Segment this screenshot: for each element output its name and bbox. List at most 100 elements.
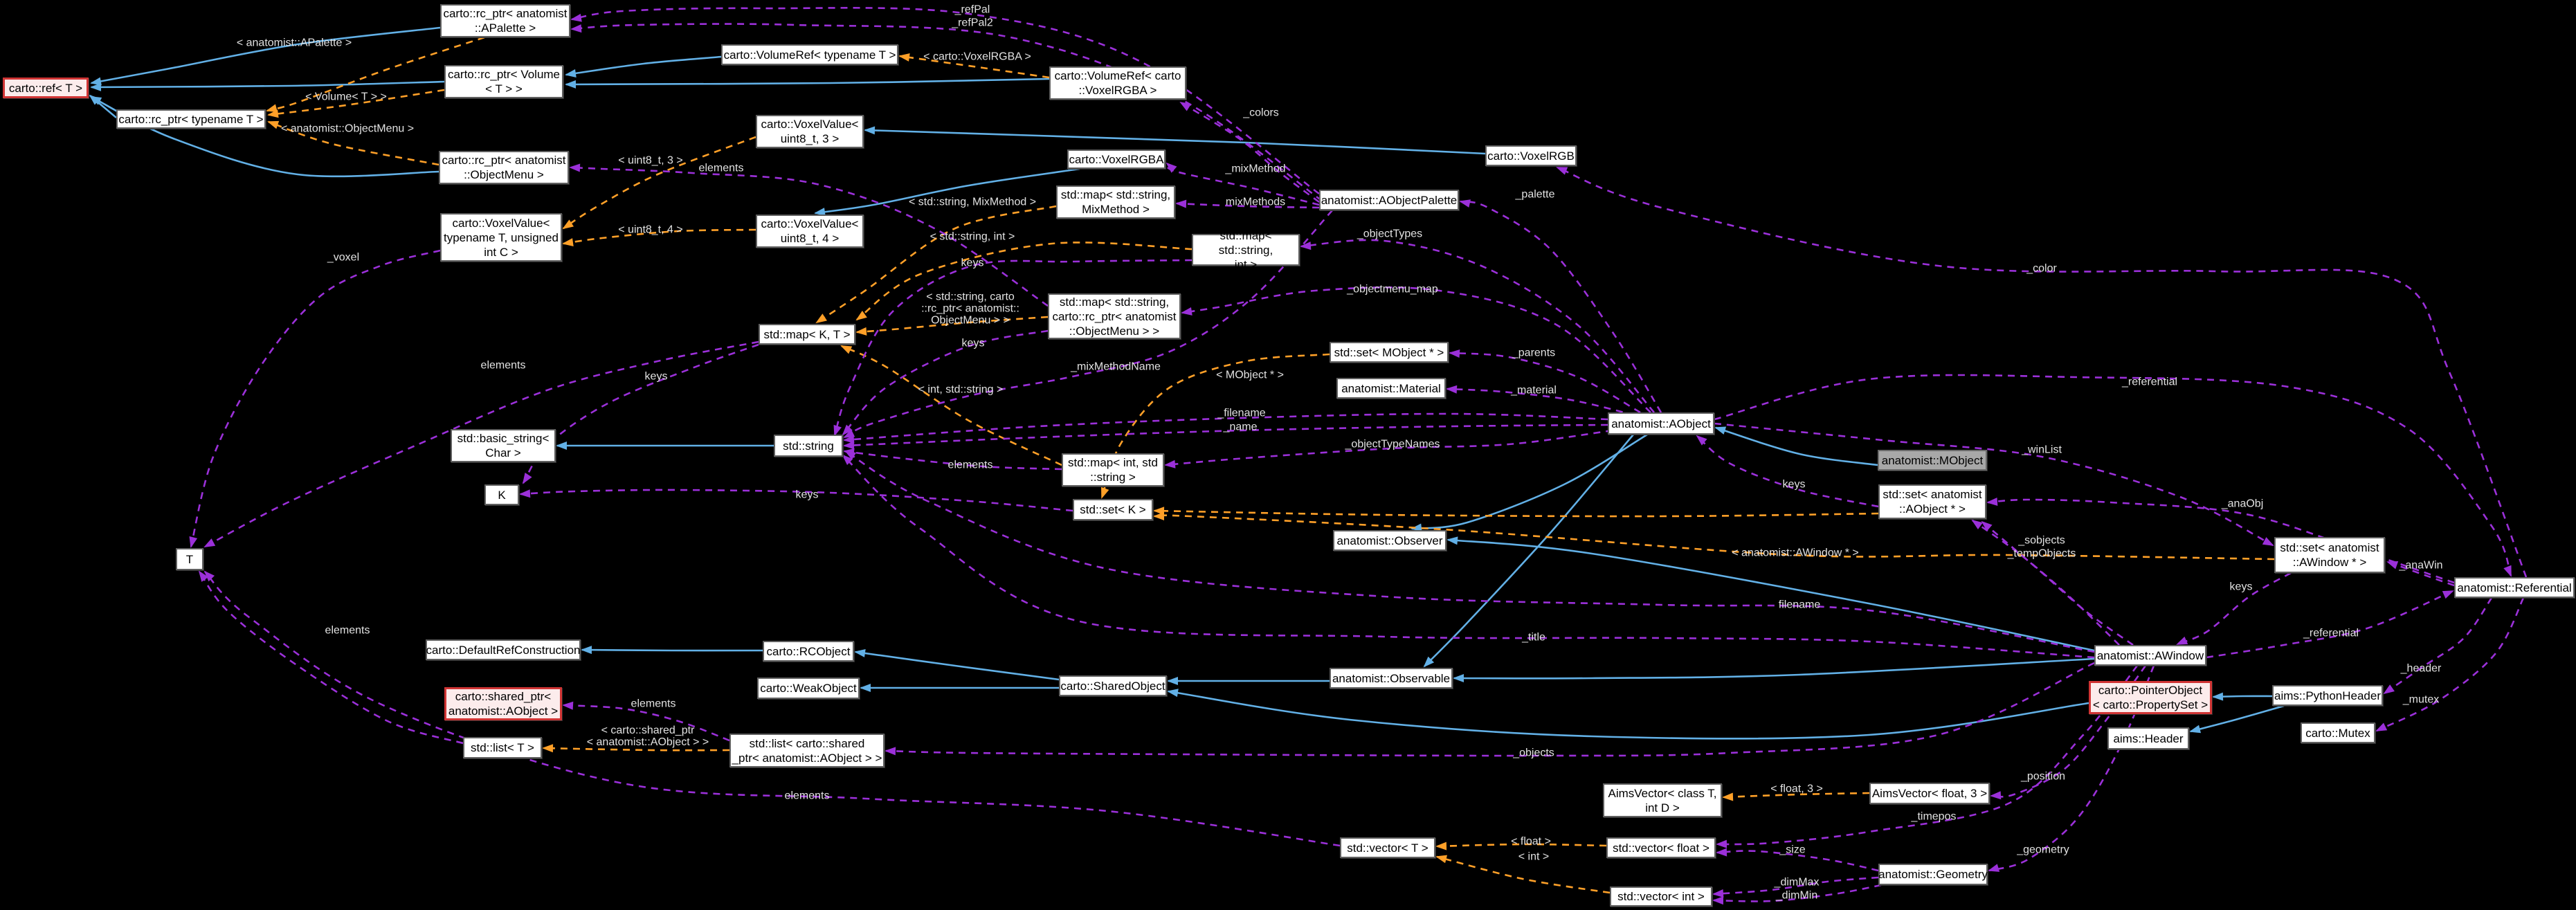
- class-node-string_box[interactable]: std::string: [774, 435, 843, 457]
- inherit-edge-pointerobject-to-sharedobject: [1167, 689, 2089, 740]
- class-node-mutex[interactable]: carto::Mutex: [2301, 722, 2375, 743]
- template-edge-aimsvector_f3-to-aimsvector_td: [1722, 792, 1870, 801]
- class-node-rc_ptr_volume[interactable]: carto::rc_ptr< Volume < T > >: [444, 65, 563, 98]
- template-edge-list_shared-to-list_t: [542, 744, 730, 753]
- class-node-aimsvector_td[interactable]: AimsVector< class T, int D >: [1603, 783, 1722, 817]
- class-node-sharedobject[interactable]: carto::SharedObject: [1059, 675, 1167, 696]
- class-node-rc_ptr_apalette[interactable]: carto::rc_ptr< anatomist ::APalette >: [440, 4, 570, 37]
- usage-edge-aobjectpalette-to-voxelrgba: [1165, 162, 1320, 206]
- class-node-rcobject[interactable]: carto::RCObject: [763, 641, 854, 662]
- template-edge-voxelvalue_u3-to-voxelvalue_tc: [562, 136, 756, 230]
- class-node-weakobject[interactable]: carto::WeakObject: [757, 677, 860, 699]
- class-node-geometry[interactable]: anatomist::Geometry: [1878, 864, 1988, 885]
- inherit-edge-aobject-to-observable: [1423, 434, 1634, 668]
- usage-edge-list_t-to-t_box: [198, 570, 464, 745]
- usage-edge-vector_t-to-t_box: [203, 570, 1341, 847]
- usage-edge-aobject-to-material: [1446, 385, 1635, 417]
- class-node-vector_int[interactable]: std::vector< int >: [1610, 886, 1712, 907]
- class-node-volumeref_t[interactable]: carto::VolumeRef< typename T >: [721, 44, 898, 65]
- class-node-aimsvector_f3[interactable]: AimsVector< float, 3 >: [1869, 783, 1990, 804]
- class-node-set_aobject[interactable]: std::set< anatomist ::AObject * >: [1878, 484, 1986, 519]
- usage-edge-referential-to-mutex: [2375, 597, 2525, 732]
- usage-edge-aobject-to-aobjectpalette: [1459, 199, 1662, 413]
- usage-edge-referential-to-set_awindow: [2386, 561, 2455, 587]
- usage-edge-set_awindow-to-awindow: [2176, 572, 2292, 646]
- class-node-vector_float[interactable]: std::vector< float >: [1606, 837, 1716, 858]
- inherit-edge-sharedobject-to-rcobject: [854, 648, 1060, 681]
- template-edge-rc_ptr_apalette-to-rc_ptr_typename: [266, 36, 485, 113]
- template-edge-set_awindow-to-set_k: [1153, 511, 2275, 561]
- class-node-awindow[interactable]: anatomist::AWindow: [2094, 645, 2206, 666]
- class-node-map_string_int[interactable]: std::map< std::string, int >: [1192, 229, 1300, 271]
- usage-edge-voxelvalue_tc-to-t_box: [189, 249, 441, 548]
- usage-edge-aobject-to-referential: [1714, 374, 2512, 577]
- usage-edge-awindow-to-string_box: [844, 450, 2095, 653]
- class-node-observer[interactable]: anatomist::Observer: [1333, 530, 1446, 551]
- class-node-map_k_t[interactable]: std::map< K, T >: [759, 324, 855, 345]
- usage-edge-map_k_t-to-k_box: [522, 343, 759, 484]
- class-node-pointerobject[interactable]: carto::PointerObject < carto::PropertySe…: [2089, 681, 2212, 714]
- class-node-rc_ptr_typename[interactable]: carto::rc_ptr< typename T >: [116, 109, 266, 129]
- class-node-vector_t[interactable]: std::vector< T >: [1340, 837, 1435, 858]
- inherit-edge-rc_ptr_apalette-to-ref_t: [90, 26, 441, 86]
- usage-edge-geometry-to-vector_float: [1716, 848, 1879, 872]
- inherit-edge-awindow-to-observer: [1446, 536, 2095, 652]
- inherit-edge-pythonheader-to-header: [2189, 704, 2285, 734]
- class-node-volumeref_rgba[interactable]: carto::VolumeRef< carto ::VoxelRGBA >: [1049, 66, 1186, 100]
- class-node-material[interactable]: anatomist::Material: [1336, 378, 1446, 399]
- inherit-edge-voxelrgb-to-voxelvalue_u3: [864, 126, 1486, 155]
- usage-edge-set_k-to-k_box: [519, 489, 1073, 512]
- class-node-aobjectpalette[interactable]: anatomist::AObjectPalette: [1319, 190, 1459, 210]
- class-node-defaultref[interactable]: carto::DefaultRefConstruction: [426, 639, 581, 660]
- template-edge-voxelvalue_u4-to-voxelvalue_tc: [562, 228, 756, 247]
- class-node-list_t[interactable]: std::list< T >: [463, 737, 542, 758]
- class-node-voxelvalue_u4[interactable]: carto::VoxelValue< uint8_t, 4 >: [756, 215, 864, 248]
- template-edge-rc_ptr_objectmenu-to-rc_ptr_typename: [267, 120, 439, 166]
- usage-edge-awindow-to-referential: [2206, 590, 2454, 659]
- class-node-voxelvalue_tc[interactable]: carto::VoxelValue< typename T, unsigned …: [440, 213, 562, 262]
- usage-edge-aobjectpalette-to-string_box: [843, 210, 1333, 439]
- inherit-edge-aobject-to-observer: [1411, 433, 1648, 532]
- usage-edge-aobjectpalette-to-volumeref_rgba: [1179, 101, 1320, 203]
- class-node-referential[interactable]: anatomist::Referential: [2454, 577, 2575, 598]
- class-node-rc_ptr_objectmenu[interactable]: carto::rc_ptr< anatomist ::ObjectMenu >: [439, 151, 569, 184]
- class-node-voxelrgba[interactable]: carto::VoxelRGBA: [1067, 149, 1165, 169]
- inherit-edge-volumeref_t-to-rc_ptr_volume: [565, 55, 722, 78]
- class-node-map_string_objectmenu[interactable]: std::map< std::string, carto::rc_ptr< an…: [1048, 293, 1181, 339]
- usage-edge-map_int_string-to-string_box: [843, 448, 1062, 471]
- class-node-observable[interactable]: anatomist::Observable: [1330, 668, 1453, 689]
- class-node-aobject[interactable]: anatomist::AObject: [1608, 412, 1714, 435]
- class-node-map_string_mixmethod[interactable]: std::map< std::string, MixMethod >: [1056, 185, 1175, 219]
- template-edge-vector_int-to-vector_t: [1435, 855, 1611, 894]
- inherit-edge-awindow-to-observable: [1453, 657, 2095, 683]
- template-edge-set_aobject-to-set_k: [1153, 507, 1879, 518]
- class-node-header[interactable]: aims::Header: [2107, 727, 2189, 749]
- class-node-set_mobject[interactable]: std::set< MObject * >: [1330, 342, 1449, 363]
- class-node-basic_string[interactable]: std::basic_string< Char >: [451, 429, 556, 462]
- class-node-set_k[interactable]: std::set< K >: [1073, 499, 1153, 520]
- class-node-ref_t[interactable]: carto::ref< T >: [3, 78, 89, 98]
- class-node-voxelrgb[interactable]: carto::VoxelRGB: [1485, 145, 1577, 166]
- usage-edge-awindow-to-string_box: [842, 454, 2095, 659]
- usage-edge-map_string_objectmenu-to-string_box: [842, 329, 1049, 436]
- class-node-set_awindow[interactable]: std::set< anatomist ::AWindow * >: [2274, 537, 2385, 573]
- usage-edge-referential-to-voxelrgb: [1556, 166, 2528, 578]
- usage-edge-map_string_objectmenu-to-rc_ptr_objectmenu: [569, 163, 1049, 307]
- usage-edge-aobject-to-map_int_string: [1164, 429, 1613, 468]
- usage-edge-aobject-to-set_awindow: [1714, 422, 2274, 547]
- usage-edge-aobject-to-string_box: [843, 424, 1608, 450]
- class-node-list_shared[interactable]: std::list< carto::shared _ptr< anatomist…: [729, 734, 885, 767]
- class-node-mobject[interactable]: anatomist::MObject: [1878, 450, 1987, 471]
- class-node-t_box[interactable]: T: [176, 548, 203, 570]
- usage-edge-aobjectpalette-to-rc_ptr_apalette: [570, 7, 1320, 195]
- class-node-map_int_string[interactable]: std::map< int, std ::string >: [1062, 453, 1164, 486]
- usage-edge-awindow-to-list_shared: [885, 662, 2095, 757]
- class-node-shared_ptr[interactable]: carto::shared_ptr< anatomist::AObject >: [444, 687, 562, 720]
- class-node-voxelvalue_u3[interactable]: carto::VoxelValue< uint8_t, 3 >: [756, 115, 864, 148]
- usage-edge-referential-to-pythonheader: [2383, 597, 2493, 695]
- class-node-k_box[interactable]: K: [484, 484, 519, 505]
- usage-edge-referential-to-set_aobject: [1986, 498, 2455, 584]
- class-node-pythonheader[interactable]: aims::PythonHeader: [2272, 685, 2383, 706]
- usage-edge-list_shared-to-shared_ptr: [562, 701, 730, 742]
- inherit-edge-rc_ptr_volume-to-ref_t: [90, 80, 445, 91]
